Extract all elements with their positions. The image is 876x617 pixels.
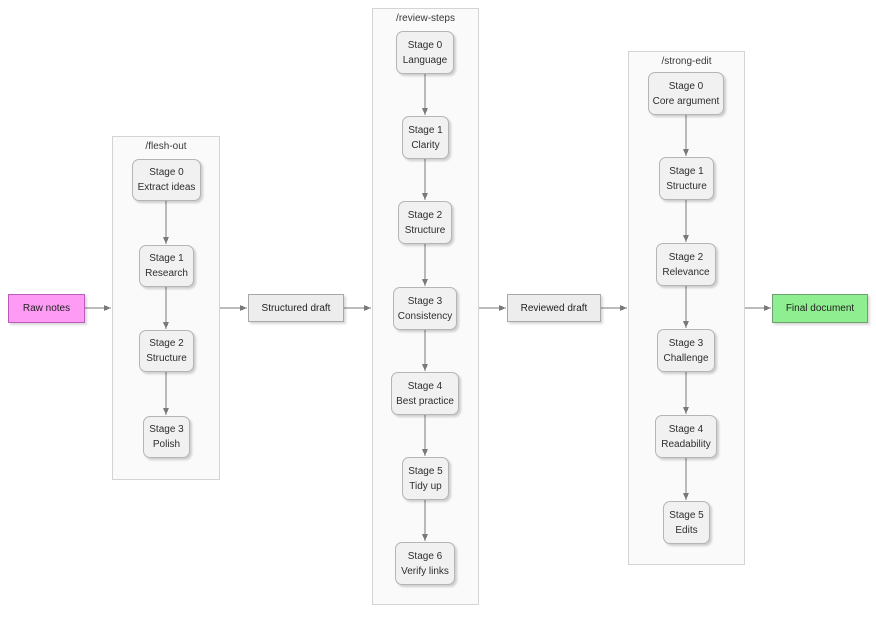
group-title: /strong-edit — [661, 56, 712, 67]
stage-node-consistency[interactable]: Stage 3 Consistency — [393, 287, 457, 330]
stage-node-relevance[interactable]: Stage 2 Relevance — [656, 243, 716, 286]
node-label: Raw notes — [22, 303, 71, 314]
stage-number-label: Stage 5 — [669, 509, 704, 521]
stage-node-core-argument[interactable]: Stage 0 Core argument — [648, 72, 724, 115]
stage-number-label: Stage 0 — [149, 167, 184, 178]
node-raw-notes[interactable]: Raw notes — [8, 294, 85, 323]
stage-number-label: Stage 3 — [668, 337, 704, 349]
stage-number-label: Stage 2 — [668, 251, 704, 263]
stage-task-label: Best practice — [396, 395, 454, 407]
group-title: /flesh-out — [145, 141, 187, 152]
stage-task-label: Verify links — [401, 565, 449, 577]
stage-task-label: Consistency — [397, 310, 453, 322]
stage-number-label: Stage 3 — [149, 424, 184, 435]
stage-task-label: Language — [402, 54, 448, 66]
stage-node-challenge[interactable]: Stage 3 Challenge — [657, 329, 715, 372]
node-label: Final document — [785, 303, 855, 314]
stage-number-label: Stage 6 — [407, 550, 443, 562]
stage-task-label: Extract ideas — [137, 182, 196, 193]
stage-task-label: Challenge — [663, 352, 709, 364]
stage-task-label: Structure — [146, 353, 187, 364]
stage-task-label: Tidy up — [409, 480, 442, 492]
stage-node-polish[interactable]: Stage 3 Polish — [143, 416, 190, 458]
stage-task-label: Structure — [666, 180, 707, 192]
stage-number-label: Stage 3 — [407, 295, 443, 307]
stage-number-label: Stage 1 — [669, 165, 704, 177]
stage-task-label: Research — [145, 268, 188, 279]
stage-node-tidy-up[interactable]: Stage 5 Tidy up — [402, 457, 449, 500]
stage-node-structure[interactable]: Stage 2 Structure — [398, 201, 452, 244]
stage-node-verify-links[interactable]: Stage 6 Verify links — [395, 542, 455, 585]
stage-node-clarity[interactable]: Stage 1 Clarity — [402, 116, 449, 159]
stage-number-label: Stage 4 — [407, 380, 443, 392]
node-structured-draft[interactable]: Structured draft — [248, 294, 344, 322]
node-final-document[interactable]: Final document — [772, 294, 868, 323]
stage-number-label: Stage 2 — [149, 338, 184, 349]
stage-task-label: Polish — [152, 439, 181, 450]
stage-task-label: Readability — [661, 438, 711, 450]
stage-number-label: Stage 0 — [407, 39, 443, 51]
stage-number-label: Stage 1 — [408, 124, 443, 136]
stage-task-label: Structure — [404, 224, 446, 236]
stage-node-language[interactable]: Stage 0 Language — [396, 31, 454, 74]
stage-node-edits[interactable]: Stage 5 Edits — [663, 501, 710, 544]
group-strong-edit[interactable]: /strong-edit — [628, 51, 745, 565]
stage-task-label: Clarity — [411, 139, 440, 151]
stage-task-label: Relevance — [662, 266, 710, 278]
stage-node-structure[interactable]: Stage 2 Structure — [139, 330, 194, 372]
node-label: Structured draft — [261, 302, 331, 314]
stage-node-structure[interactable]: Stage 1 Structure — [659, 157, 714, 200]
stage-node-extract-ideas[interactable]: Stage 0 Extract ideas — [132, 159, 201, 201]
stage-node-readability[interactable]: Stage 4 Readability — [655, 415, 717, 458]
stage-number-label: Stage 2 — [407, 209, 443, 221]
stage-node-best-practice[interactable]: Stage 4 Best practice — [391, 372, 459, 415]
stage-number-label: Stage 5 — [408, 465, 443, 477]
group-title: /review-steps — [396, 13, 455, 24]
stage-number-label: Stage 0 — [668, 80, 704, 92]
stage-number-label: Stage 4 — [668, 423, 704, 435]
stage-node-research[interactable]: Stage 1 Research — [139, 245, 194, 287]
stage-task-label: Core argument — [652, 95, 720, 107]
node-label: Reviewed draft — [520, 302, 588, 314]
stage-number-label: Stage 1 — [149, 253, 184, 264]
node-reviewed-draft[interactable]: Reviewed draft — [507, 294, 601, 322]
stage-task-label: Edits — [675, 524, 698, 536]
